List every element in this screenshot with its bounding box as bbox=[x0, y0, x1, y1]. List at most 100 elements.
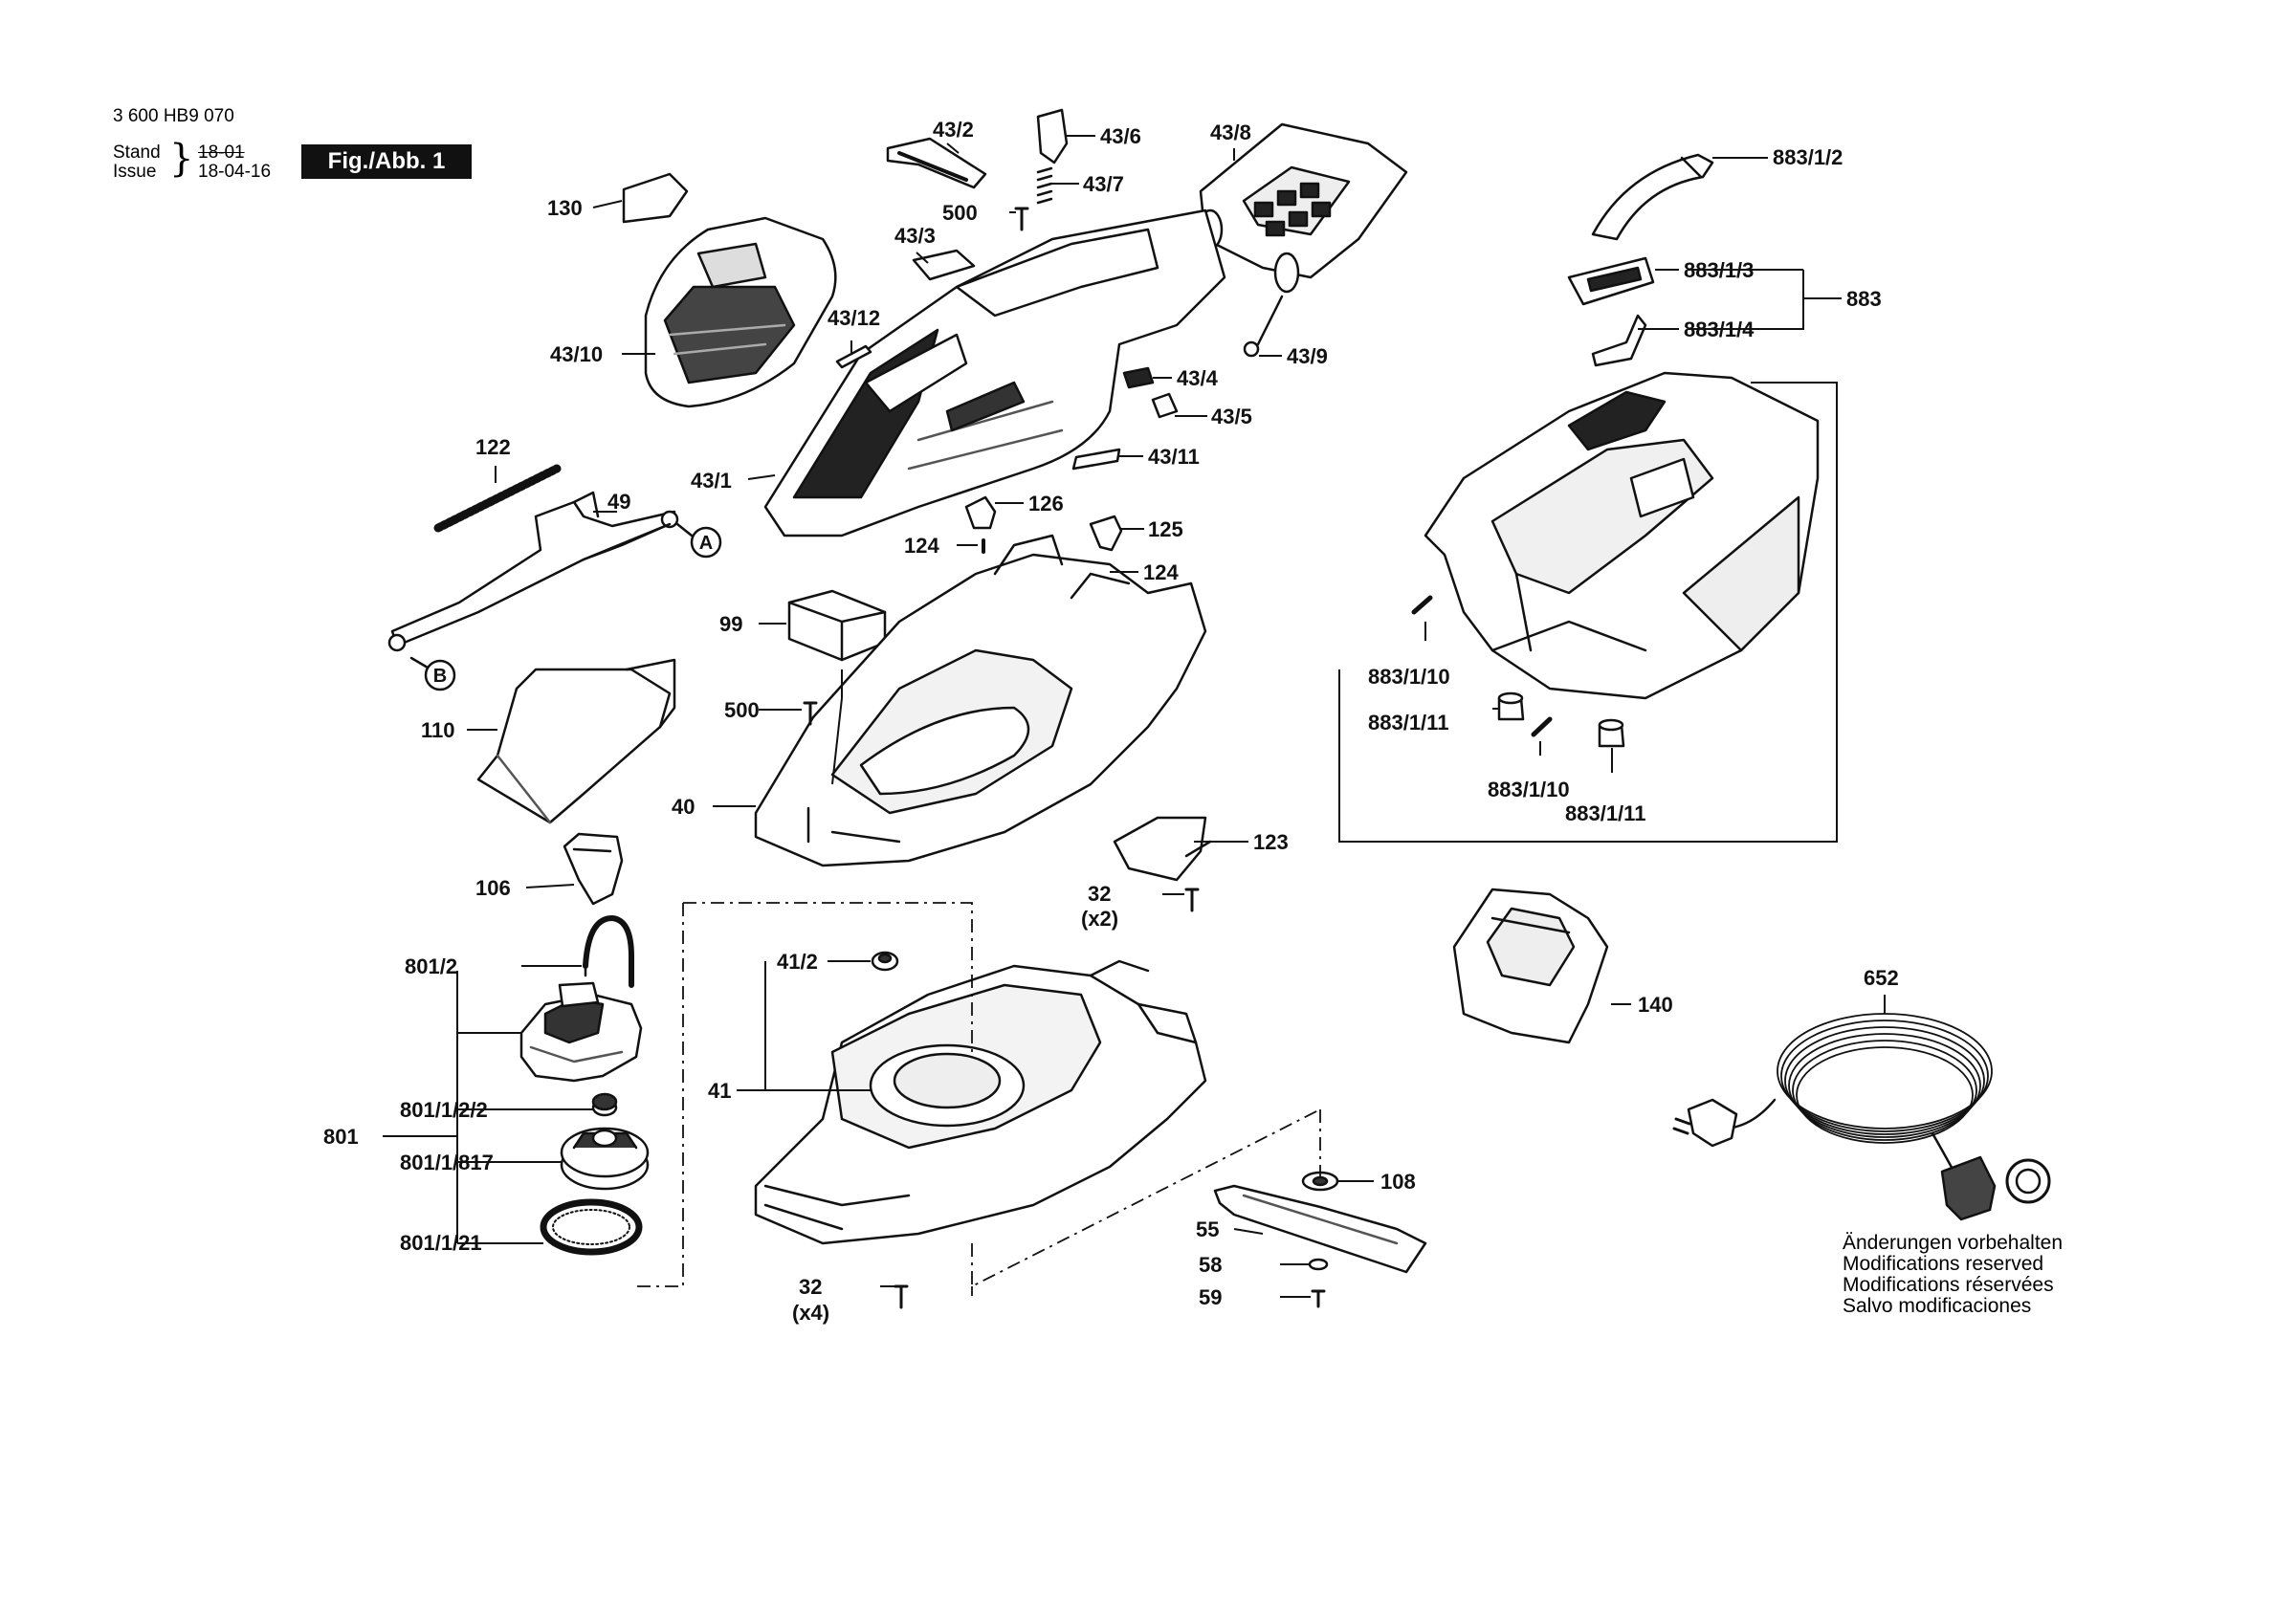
part-883-1-3-button-icon bbox=[1567, 256, 1655, 306]
brace-icon: } bbox=[169, 137, 194, 181]
reference-a-label: A bbox=[699, 533, 713, 554]
callout-43-12: 43/12 bbox=[828, 306, 880, 330]
part-883-1-10-pin-icon bbox=[1411, 595, 1553, 737]
callout-801-1-817: 801/1/817 bbox=[400, 1151, 494, 1174]
part-32-screw-icon bbox=[1184, 888, 1200, 912]
callout-652: 652 bbox=[1864, 966, 1899, 990]
part-500-screw-icon bbox=[1014, 207, 1029, 231]
alignment-lines bbox=[636, 902, 1321, 1296]
callout-801-1-21: 801/1/21 bbox=[400, 1231, 482, 1255]
part-801-1-21-belt-icon bbox=[540, 1198, 643, 1256]
reference-b-label: B bbox=[433, 666, 447, 687]
part-122-spring-icon bbox=[433, 464, 562, 533]
callout-43-7: 43/7 bbox=[1083, 172, 1124, 196]
part-43-10-battery-cover-icon bbox=[644, 216, 837, 408]
part-106-switch-icon bbox=[563, 832, 624, 906]
part-99-block-icon bbox=[787, 589, 887, 662]
callout-43-5: 43/5 bbox=[1211, 405, 1252, 428]
callout-43-3: 43/3 bbox=[894, 224, 936, 248]
callout-124-left: 124 bbox=[904, 534, 939, 558]
part-883-1-4-clip-icon bbox=[1591, 314, 1647, 367]
part-801-1-817-pulley-icon bbox=[560, 1127, 650, 1191]
callout-49: 49 bbox=[607, 490, 630, 514]
part-883-1-11-foot-icon bbox=[1497, 691, 1625, 748]
part-59-bolt-icon bbox=[1311, 1289, 1326, 1308]
stand-value: 18-01 bbox=[198, 143, 245, 163]
callout-883-1-10-right: 883/1/10 bbox=[1488, 778, 1570, 801]
part-43-12-strip-icon bbox=[835, 344, 872, 369]
part-40-lower-housing-icon bbox=[754, 534, 1207, 867]
part-123-cover-icon bbox=[1113, 816, 1212, 882]
callout-32-right: 32 bbox=[1088, 882, 1111, 906]
callout-59: 59 bbox=[1199, 1285, 1222, 1309]
part-130-cover-icon bbox=[622, 172, 689, 224]
part-110-flap-icon bbox=[476, 658, 676, 824]
part-43-4-pad-icon bbox=[1122, 366, 1155, 389]
part-883-1-2-handle-icon bbox=[1591, 153, 1714, 241]
callout-43-6: 43/6 bbox=[1100, 124, 1141, 148]
callout-41: 41 bbox=[708, 1079, 731, 1103]
part-126-clip-icon bbox=[964, 495, 997, 530]
callout-500-top: 500 bbox=[942, 201, 978, 225]
callout-43-10: 43/10 bbox=[550, 342, 603, 366]
part-41-2-bushing-icon bbox=[871, 951, 899, 972]
reference-b-icon bbox=[409, 656, 456, 691]
callout-883-1-11-left: 883/1/11 bbox=[1368, 711, 1448, 735]
callout-883-1-10-left: 883/1/10 bbox=[1368, 665, 1450, 689]
callout-125: 125 bbox=[1148, 517, 1183, 541]
callout-801-1-2-2: 801/1/2/2 bbox=[400, 1098, 488, 1122]
part-58-washer-icon bbox=[1308, 1258, 1329, 1271]
callout-124-right: 124 bbox=[1143, 560, 1179, 584]
stand-label: Stand bbox=[113, 143, 161, 163]
callout-55: 55 bbox=[1196, 1217, 1219, 1241]
callout-801-2: 801/2 bbox=[405, 954, 457, 978]
note-line-fr: Modifications réservées bbox=[1843, 1274, 2054, 1296]
callout-140: 140 bbox=[1638, 993, 1673, 1017]
callout-126: 126 bbox=[1028, 492, 1064, 515]
note-line-en: Modifications reserved bbox=[1843, 1253, 2044, 1275]
reference-a-icon bbox=[675, 522, 722, 559]
note-line-de: Änderungen vorbehalten bbox=[1843, 1232, 2064, 1254]
callout-43-9: 43/9 bbox=[1287, 344, 1328, 368]
part-43-11-strip-icon bbox=[1071, 448, 1121, 471]
issue-value: 18-04-16 bbox=[198, 162, 272, 182]
modifications-note: Änderungen vorbehalten Modifications res… bbox=[1843, 1233, 2063, 1317]
part-32-screw-icon bbox=[894, 1284, 909, 1309]
part-43-2-clip-icon bbox=[886, 137, 987, 189]
part-43-3-cover-icon bbox=[912, 249, 976, 281]
part-43-6-latch-icon bbox=[1036, 108, 1069, 164]
callout-883-1-11-right: 883/1/11 bbox=[1565, 801, 1645, 825]
part-43-5-pin-icon bbox=[1151, 392, 1179, 419]
callout-43-8: 43/8 bbox=[1210, 121, 1251, 144]
callout-32-right-qty: (x2) bbox=[1081, 907, 1118, 931]
part-883-box-body-icon bbox=[1424, 371, 1820, 700]
part-43-1-upper-housing-icon bbox=[763, 208, 1226, 537]
callout-883-1-3: 883/1/3 bbox=[1684, 258, 1754, 282]
part-500-screw-icon bbox=[803, 701, 818, 726]
callout-40: 40 bbox=[672, 795, 695, 819]
callout-32-bottom-qty: (x4) bbox=[792, 1301, 829, 1325]
note-line-es: Salvo modificaciones bbox=[1843, 1295, 2032, 1317]
part-43-8-lid-icon bbox=[1197, 122, 1408, 294]
document-number: 3 600 HB9 070 bbox=[113, 106, 234, 126]
callout-41-2: 41/2 bbox=[777, 950, 818, 974]
callout-99: 99 bbox=[719, 612, 742, 636]
callout-883-1-4: 883/1/4 bbox=[1684, 318, 1755, 341]
leader-lines bbox=[383, 135, 1886, 1298]
callout-801: 801 bbox=[323, 1125, 359, 1149]
callout-883-1-2: 883/1/2 bbox=[1773, 145, 1843, 169]
part-43-9-spring-icon bbox=[1243, 295, 1284, 358]
callout-123: 123 bbox=[1253, 830, 1289, 854]
callout-500-lower: 500 bbox=[724, 698, 760, 722]
callout-43-1: 43/1 bbox=[691, 469, 732, 493]
part-49-lever-icon bbox=[387, 491, 679, 652]
callout-122: 122 bbox=[475, 435, 511, 459]
part-125-clip-icon bbox=[1089, 515, 1123, 552]
callout-110: 110 bbox=[421, 718, 455, 742]
callout-106: 106 bbox=[475, 876, 511, 900]
part-140-badge-icon bbox=[1452, 888, 1609, 1044]
callout-43-2: 43/2 bbox=[933, 118, 974, 142]
callout-883: 883 bbox=[1846, 287, 1882, 311]
figure-label: Fig./Abb. 1 bbox=[301, 144, 472, 179]
